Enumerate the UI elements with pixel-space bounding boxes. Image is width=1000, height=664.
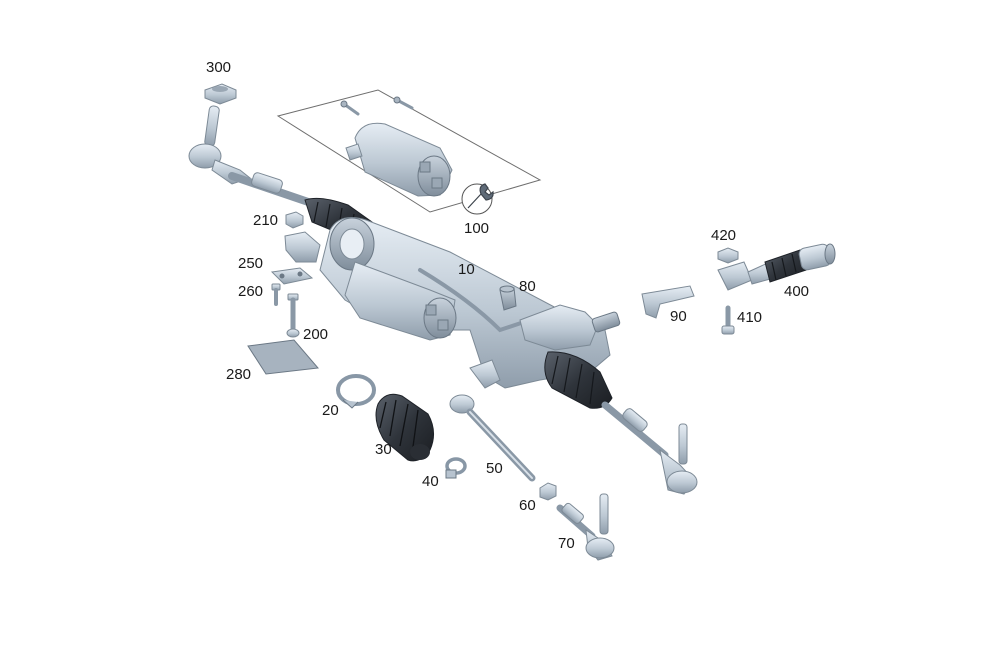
part-70-tie-rod-end	[556, 493, 615, 561]
part-210-nut	[285, 211, 304, 229]
part-200-bolt	[286, 293, 300, 338]
part-10-steering-rack-housing	[284, 217, 621, 389]
part-30-boot	[375, 393, 434, 462]
callout-80[interactable]: 80	[519, 278, 536, 295]
part-left-tie-rod-end	[188, 105, 252, 185]
part-410-bolt	[721, 305, 735, 335]
callout-40[interactable]: 40	[422, 473, 439, 490]
callout-10[interactable]: 10	[458, 261, 475, 278]
part-50-inner-tie-rod	[449, 394, 536, 482]
callout-300[interactable]: 300	[206, 59, 232, 76]
callout-210[interactable]: 210	[253, 212, 279, 229]
callout-280[interactable]: 280	[226, 366, 252, 383]
part-400-steering-shaft	[717, 243, 836, 291]
callout-90[interactable]: 90	[670, 308, 687, 325]
callout-60[interactable]: 60	[519, 497, 536, 514]
part-100-motor-kit	[276, 89, 542, 215]
part-60-nut	[539, 482, 557, 501]
callout-260[interactable]: 260	[238, 283, 264, 300]
callout-400[interactable]: 400	[784, 283, 810, 300]
part-420-nut	[717, 247, 739, 264]
callout-250[interactable]: 250	[238, 255, 264, 272]
part-90-bracket	[641, 285, 695, 319]
part-250-plate	[270, 267, 314, 285]
callout-20[interactable]: 20	[322, 402, 339, 419]
callout-100[interactable]: 100	[464, 220, 490, 237]
callout-70[interactable]: 70	[558, 535, 575, 552]
callout-420[interactable]: 420	[711, 227, 737, 244]
callout-30[interactable]: 30	[375, 441, 392, 458]
callout-200[interactable]: 200	[303, 326, 329, 343]
callout-50[interactable]: 50	[486, 460, 503, 477]
part-40-small-clamp	[445, 457, 467, 479]
part-80-cap	[499, 285, 517, 311]
part-260-bolt	[271, 283, 281, 306]
part-right-tie-rod-end	[601, 401, 698, 495]
part-300-nut	[204, 83, 237, 105]
part-20-clamp	[336, 374, 376, 409]
part-280-pad	[247, 339, 319, 375]
callout-410[interactable]: 410	[737, 309, 763, 326]
